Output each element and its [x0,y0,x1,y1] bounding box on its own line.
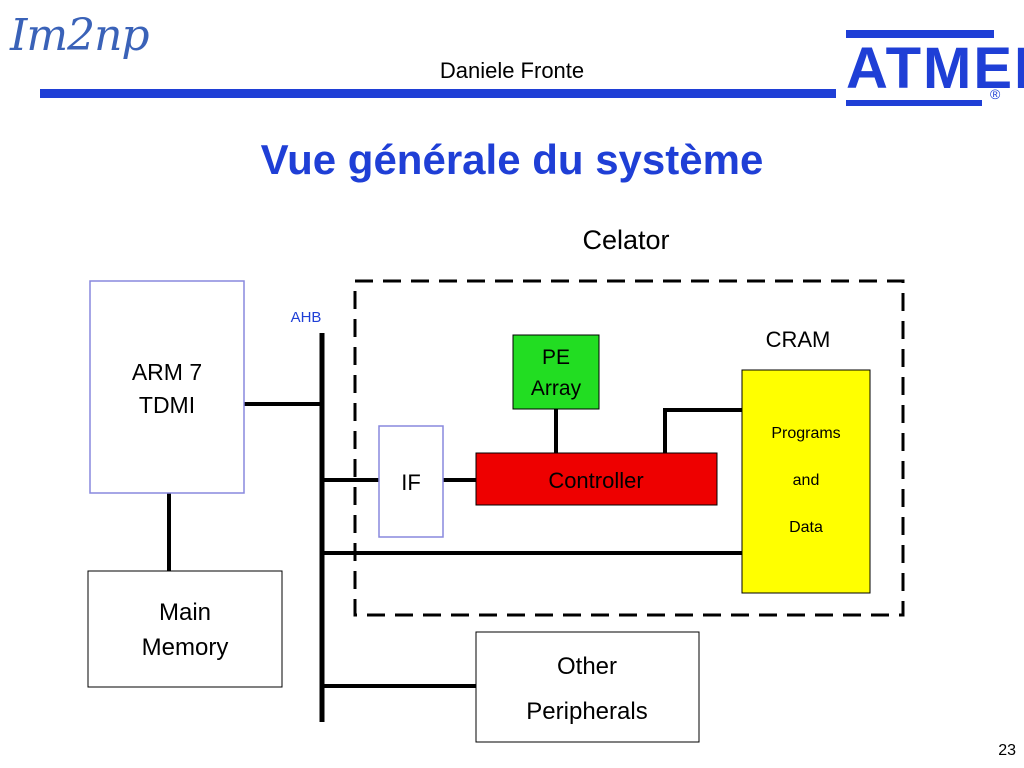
main-memory-line2: Memory [142,634,229,661]
cram-line3: Data [789,519,823,536]
ahb-label: AHB [291,309,322,326]
arm-line2: TDMI [139,392,195,418]
controller-box: Controller [475,452,718,506]
registered-mark: ® [990,86,1001,102]
peripherals-line1: Other [557,653,617,680]
cram-box: Programs and Data [741,369,871,594]
pe-array-box: PE Array [512,334,600,410]
atmel-logo: ATMEL [846,36,1024,101]
celator-label: Celator [582,225,669,255]
main-memory-line1: Main [159,599,211,626]
controller-label: Controller [548,468,643,493]
cram-line1: Programs [771,425,840,442]
celator-boundary [353,279,905,617]
arm-line1: ARM 7 [132,359,202,385]
atmel-logo-bar-top [846,30,994,38]
if-label: IF [401,470,421,495]
arm7-tdmi-box: ARM 7 TDMI [89,280,245,494]
page-number: 23 [998,742,1016,759]
controller-cram-link [663,408,742,453]
if-box: IF [378,425,444,538]
pe-array-line2: Array [531,377,582,400]
pe-array-line1: PE [542,346,570,369]
atmel-logo-bar-bottom [846,100,982,106]
header-rule [40,89,836,98]
im2np-logo: Im2np [10,10,150,61]
slide-title: Vue générale du système [260,136,764,183]
author-name: Daniele Fronte [439,58,585,83]
other-peripherals-box: Other Peripherals [475,631,700,743]
cram-line2: and [793,472,820,489]
peripherals-line2: Peripherals [526,698,647,725]
cram-label: CRAM [766,327,831,352]
main-memory-box: Main Memory [87,570,283,688]
